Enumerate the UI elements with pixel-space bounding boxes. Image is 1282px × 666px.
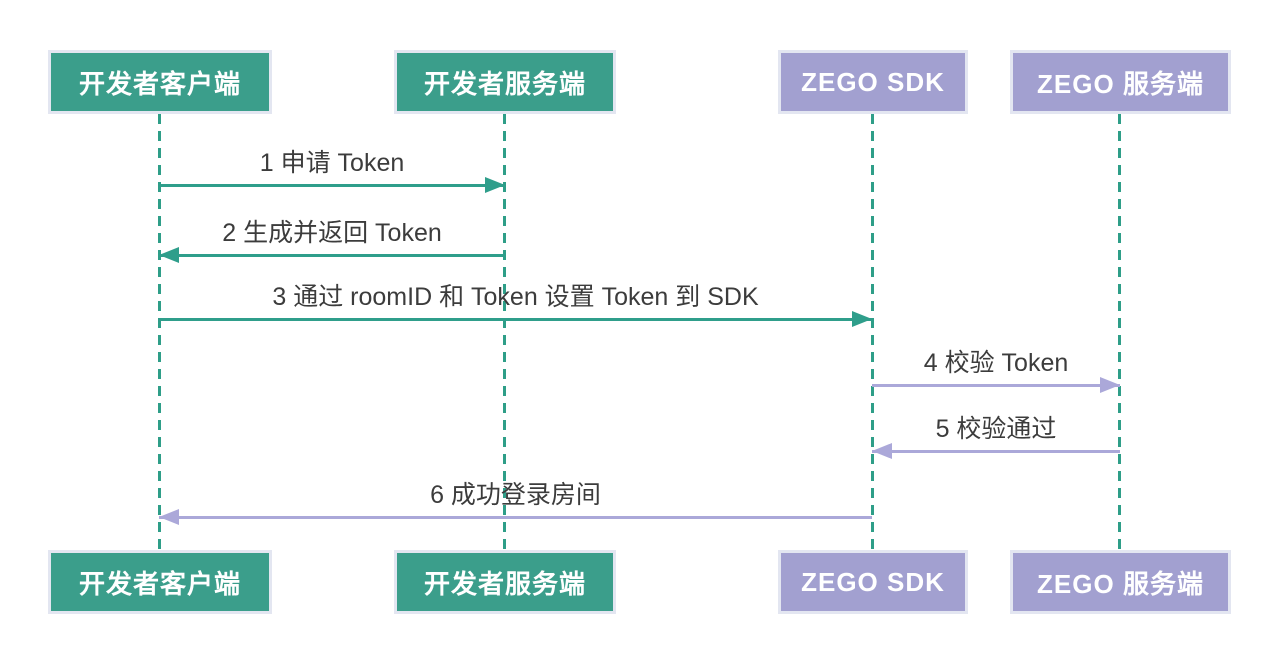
arrow-line (159, 318, 872, 321)
message-label: 1 申请 Token (259, 149, 405, 177)
message-label: 3 通过 roomID 和 Token 设置 Token 到 SDK (272, 283, 759, 311)
actor-box-zego-server-top: ZEGO 服务端 (1010, 50, 1231, 114)
message-label: 4 校验 Token (923, 349, 1069, 377)
message-3: 3 通过 roomID 和 Token 设置 Token 到 SDK (159, 281, 872, 327)
message-label: 2 生成并返回 Token (222, 219, 442, 247)
arrowhead-right-icon (852, 311, 872, 327)
lifeline-dev-server (503, 114, 506, 550)
message-1: 1 申请 Token (159, 147, 505, 193)
message-4: 4 校验 Token (872, 347, 1120, 393)
message-5: 5 校验通过 (872, 413, 1120, 459)
arrow-line (872, 450, 1120, 453)
actor-box-zego-sdk-bottom: ZEGO SDK (778, 550, 968, 614)
arrowhead-left-icon (872, 443, 892, 459)
arrowhead-left-icon (159, 509, 179, 525)
lifeline-dev-client (158, 114, 161, 550)
actor-box-dev-server-bottom: 开发者服务端 (394, 550, 616, 614)
arrow-line (159, 184, 505, 187)
lifeline-zego-server (1118, 114, 1121, 550)
actor-box-zego-server-bottom: ZEGO 服务端 (1010, 550, 1231, 614)
actor-box-dev-client-top: 开发者客户端 (48, 50, 272, 114)
message-label: 6 成功登录房间 (430, 481, 601, 509)
lifeline-zego-sdk (871, 114, 874, 550)
message-6: 6 成功登录房间 (159, 479, 872, 525)
arrow-line (872, 384, 1120, 387)
arrowhead-right-icon (1100, 377, 1120, 393)
actor-box-dev-client-bottom: 开发者客户端 (48, 550, 272, 614)
arrow-line (159, 516, 872, 519)
arrow-line (159, 254, 505, 257)
message-2: 2 生成并返回 Token (159, 217, 505, 263)
message-label: 5 校验通过 (935, 415, 1057, 443)
actor-box-dev-server-top: 开发者服务端 (394, 50, 616, 114)
arrowhead-right-icon (485, 177, 505, 193)
actor-box-zego-sdk-top: ZEGO SDK (778, 50, 968, 114)
arrowhead-left-icon (159, 247, 179, 263)
